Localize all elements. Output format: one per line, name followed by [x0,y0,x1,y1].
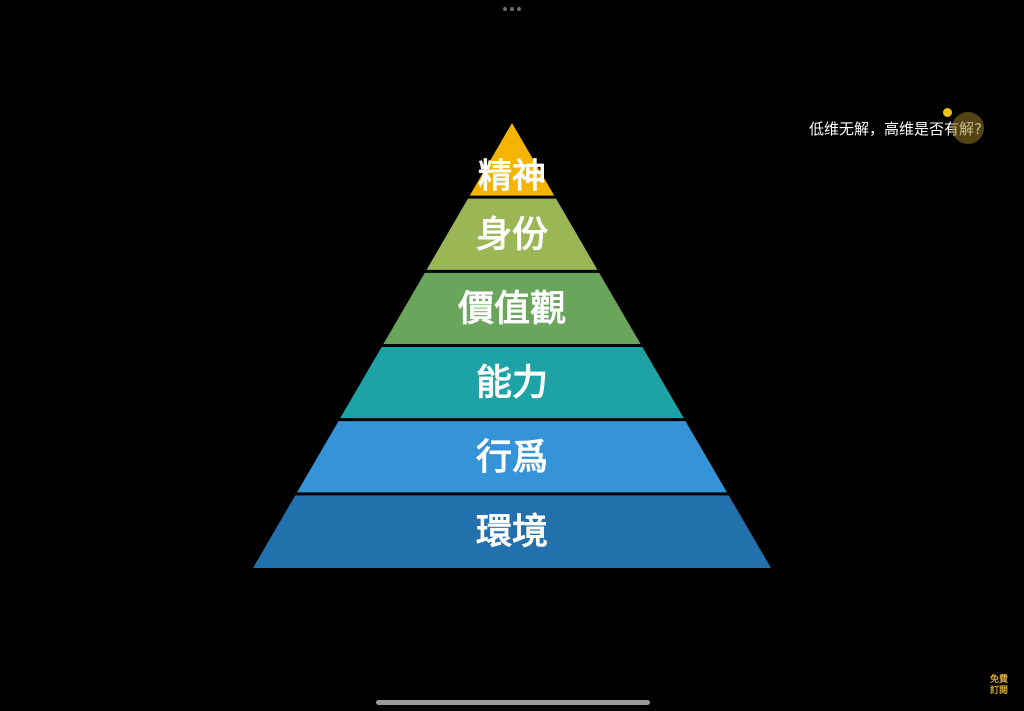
pyramid-level-5 [297,421,727,493]
pyramid-level-3-label: 價值觀 [457,287,566,329]
pyramid-level-2 [426,198,598,270]
pyramid-level-4-label: 能力 [476,362,548,404]
pyramid-level-4 [340,347,684,419]
pyramid-level-1 [469,123,555,196]
dot [503,7,507,11]
dot [517,7,521,11]
pyramid-level-6-label: 環境 [476,511,548,553]
caption-text: 低维无解，高维是否有解? [809,120,982,138]
subscribe-logo: 免費訂閱 [989,675,1008,696]
dot [510,7,514,11]
pointer-dot [943,108,952,117]
pointer-highlight [952,112,984,144]
pyramid-level-3 [383,272,641,344]
pyramid-level-1-label: 精神 [478,156,546,196]
home-indicator[interactable] [376,700,650,705]
pyramid-level-2-label: 身份 [476,213,548,255]
pyramid-level-5-label: 行爲 [476,436,548,478]
multitask-dots[interactable] [503,7,521,11]
pyramid-level-6 [253,495,771,568]
